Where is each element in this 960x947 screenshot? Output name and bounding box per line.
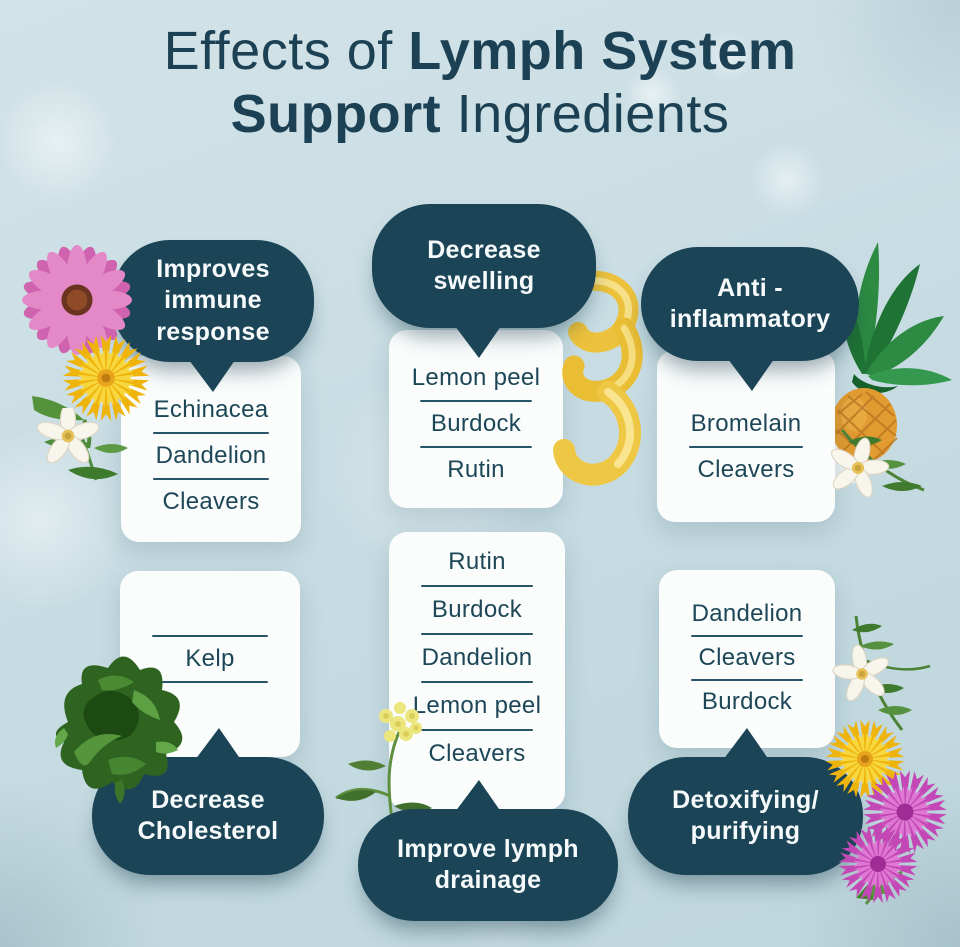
title-bold-2: Support (230, 84, 442, 145)
effect-bubble: Anti - inflammatory (641, 247, 859, 391)
ingredient-item: Cleavers (698, 644, 796, 671)
effect-label: Decrease swelling (427, 235, 541, 295)
title-bold-1: Lymph System (408, 21, 797, 81)
effect-label: Improve lymph drainage (397, 834, 579, 894)
ingredient-item: Dandelion (155, 442, 267, 469)
ingredient-item: Cleavers (697, 456, 795, 483)
title-regular-1: Effects of (163, 21, 393, 81)
ingredient-item: Burdock (430, 410, 522, 437)
effect-label: Improves immune response (156, 255, 270, 346)
separator-line (420, 633, 534, 635)
ingredient-item: Lemon peel (411, 364, 541, 391)
separator-line (152, 635, 268, 637)
effect-bubble: Decrease swelling (372, 204, 596, 358)
separator-line (420, 585, 534, 587)
ingredient-item: Burdock (431, 596, 523, 623)
ingredient-item: Rutin (447, 456, 505, 483)
ingredient-item: Bromelain (690, 410, 802, 437)
separator-line (690, 679, 804, 681)
echinacea-flower-icon (14, 244, 140, 356)
effect-label: Decrease Cholesterol (137, 785, 279, 845)
ingredient-item: Kelp (185, 645, 235, 672)
ingredient-card: Lemon peel Burdock Rutin (389, 330, 563, 508)
pineapple-blossom-sprig-icon (828, 429, 925, 506)
effect-bubble: Improves immune response (112, 240, 314, 392)
separator-line (153, 432, 269, 434)
separator-line (689, 446, 803, 448)
effect-label: Anti - inflammatory (669, 273, 831, 333)
ingredient-item: Lemon peel (412, 692, 542, 719)
title-line-1: Effects of Lymph System (0, 20, 960, 83)
ingredient-card: Rutin Burdock Dandelion Lemon peel Cleav… (389, 532, 565, 810)
page-title: Effects of Lymph System Support Ingredie… (0, 20, 960, 146)
ingredient-card: Dandelion Cleavers Burdock (659, 570, 835, 748)
ingredient-item: Rutin (448, 548, 506, 575)
ingredient-item: Cleavers (428, 740, 526, 767)
separator-line (690, 635, 804, 637)
cleavers-sprig-icon (826, 615, 931, 731)
effect-label: Detoxifying/​purifying (672, 785, 819, 845)
separator-line (420, 400, 532, 402)
ingredient-item: Echinacea (153, 396, 269, 423)
white-blossom-sprig-icon (36, 408, 128, 481)
ingredient-item: Burdock (701, 688, 793, 715)
milk-thistle-flowers-icon (838, 768, 960, 905)
separator-line (420, 446, 532, 448)
ingredient-item: Dandelion (421, 644, 533, 671)
separator-line (420, 681, 534, 683)
separator-line (153, 478, 269, 480)
title-regular-2: Ingredients (456, 84, 730, 145)
yellow-blossom-sprig-icon (335, 702, 432, 820)
separator-line (420, 729, 534, 731)
title-line-2: Support Ingredients (0, 83, 960, 146)
ingredient-item: Dandelion (691, 600, 803, 627)
separator-line (152, 681, 268, 683)
ingredient-item: Cleavers (162, 488, 260, 515)
effect-bubble: Improve lymph drainage (358, 780, 618, 921)
effect-bubble: Decrease Cholesterol (92, 728, 324, 875)
kelp-icon (55, 656, 183, 804)
